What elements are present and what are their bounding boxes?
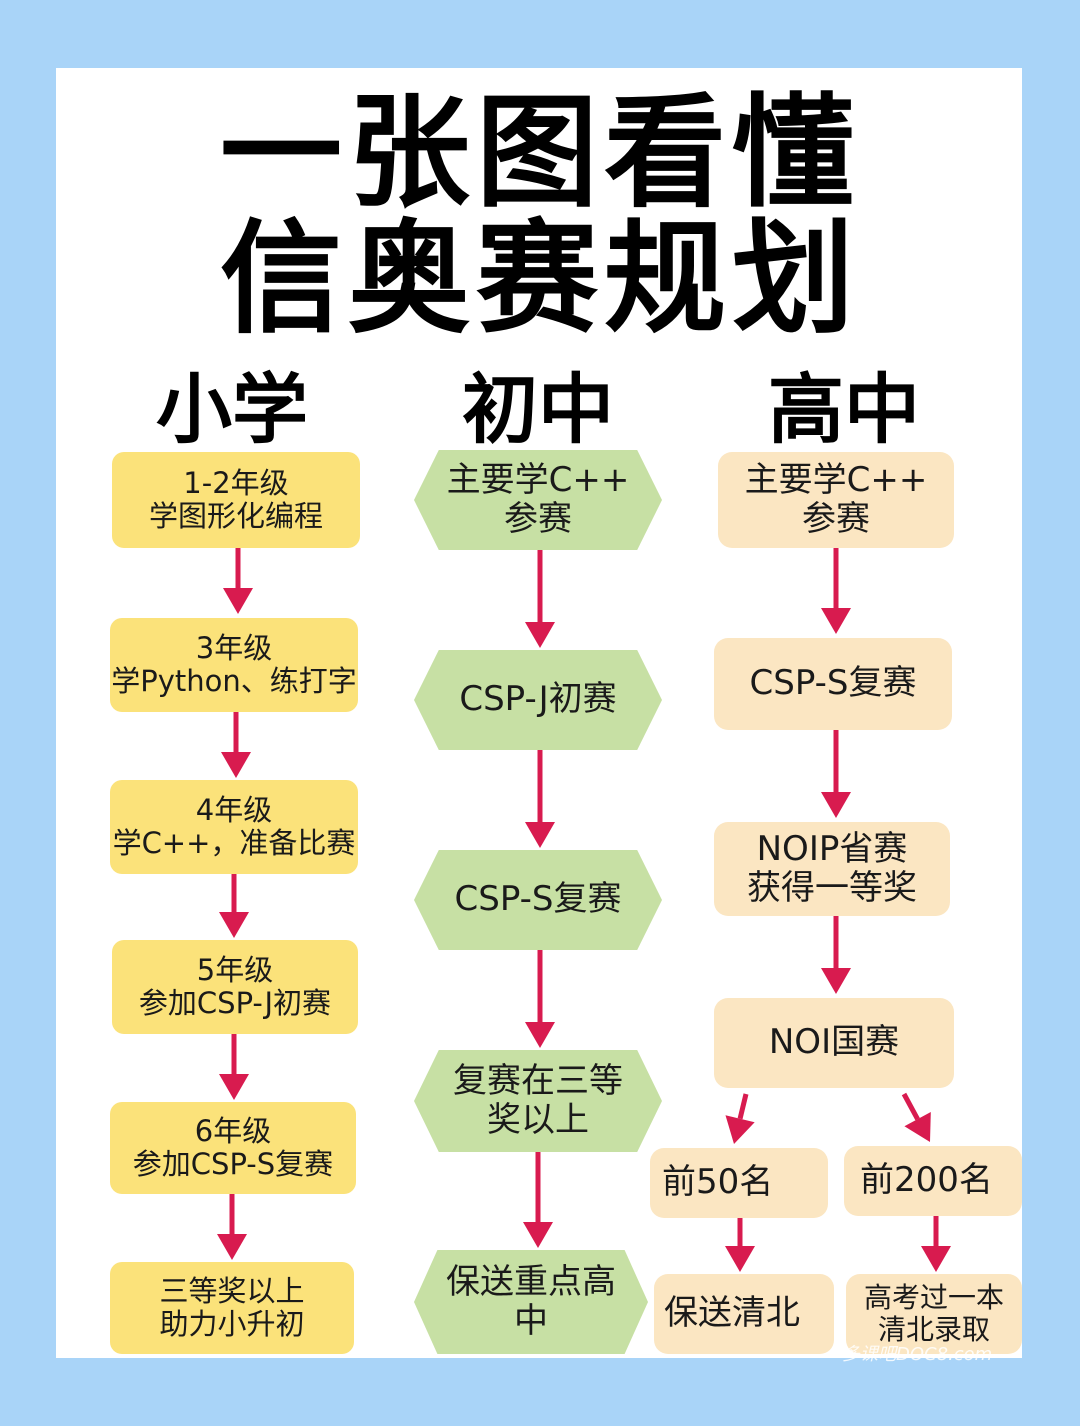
title-line-2: 信奥赛规划 xyxy=(220,208,860,350)
primary-step-4-text: 5年级 参加CSP-J初赛 xyxy=(138,952,332,1020)
high-branch-1-rank: 前50名 xyxy=(650,1148,828,1218)
high-branch-1-result: 保送清北 xyxy=(654,1274,834,1354)
heading-middle: 初中 xyxy=(462,365,614,454)
high-branch-1-result-text: 保送清北 xyxy=(664,1293,800,1334)
high-step-3: NOIP省赛 获得一等奖 xyxy=(714,822,950,916)
heading-primary: 小学 xyxy=(156,365,308,454)
middle-step-2: CSP-J初赛 xyxy=(414,650,662,750)
primary-step-6-text: 三等奖以上 助力小升初 xyxy=(159,1273,305,1341)
watermark: 多课吧DOC8.com xyxy=(842,1344,993,1365)
primary-step-1: 1-2年级 学图形化编程 xyxy=(112,452,360,548)
high-step-1: 主要学C++ 参赛 xyxy=(718,452,954,548)
middle-step-4: 复赛在三等 奖以上 xyxy=(414,1050,662,1152)
high-branch-2-result: 高考过一本 清北录取 xyxy=(846,1274,1022,1354)
primary-step-6: 三等奖以上 助力小升初 xyxy=(110,1262,354,1354)
middle-step-1: 主要学C++ 参赛 xyxy=(414,450,662,550)
high-step-4-text: NOI国赛 xyxy=(768,1022,900,1063)
middle-step-3: CSP-S复赛 xyxy=(414,850,662,950)
high-step-2: CSP-S复赛 xyxy=(714,638,952,730)
primary-step-2-text: 3年级 学Python、练打字 xyxy=(111,630,357,698)
middle-step-5: 保送重点高 中 xyxy=(414,1250,648,1354)
high-branch-2-result-text: 高考过一本 清北录取 xyxy=(863,1281,1004,1347)
high-step-3-text: NOIP省赛 获得一等奖 xyxy=(747,828,917,908)
primary-step-5-text: 6年级 参加CSP-S复赛 xyxy=(132,1113,334,1181)
title-line-1: 一张图看懂 xyxy=(220,82,860,224)
middle-step-1-text: 主要学C++ 参赛 xyxy=(446,459,630,539)
primary-step-2: 3年级 学Python、练打字 xyxy=(110,618,358,712)
high-branch-2-rank: 前200名 xyxy=(844,1146,1022,1216)
primary-step-3: 4年级 学C++，准备比赛 xyxy=(110,780,358,874)
primary-step-4: 5年级 参加CSP-J初赛 xyxy=(112,940,358,1034)
middle-step-4-text: 复赛在三等 奖以上 xyxy=(453,1060,623,1140)
primary-step-1-text: 1-2年级 学图形化编程 xyxy=(148,465,323,533)
high-step-2-text: CSP-S复赛 xyxy=(749,663,917,704)
middle-step-2-text: CSP-J初赛 xyxy=(459,679,617,720)
high-branch-2-rank-text: 前200名 xyxy=(860,1160,993,1201)
primary-step-5: 6年级 参加CSP-S复赛 xyxy=(110,1102,356,1194)
high-step-4: NOI国赛 xyxy=(714,998,954,1088)
heading-high: 高中 xyxy=(768,365,920,454)
high-step-1-text: 主要学C++ 参赛 xyxy=(744,459,928,539)
middle-step-5-text: 保送重点高 中 xyxy=(446,1261,616,1341)
middle-step-3-text: CSP-S复赛 xyxy=(454,879,622,920)
high-branch-1-rank-text: 前50名 xyxy=(662,1162,774,1203)
primary-step-3-text: 4年级 学C++，准备比赛 xyxy=(112,792,356,860)
